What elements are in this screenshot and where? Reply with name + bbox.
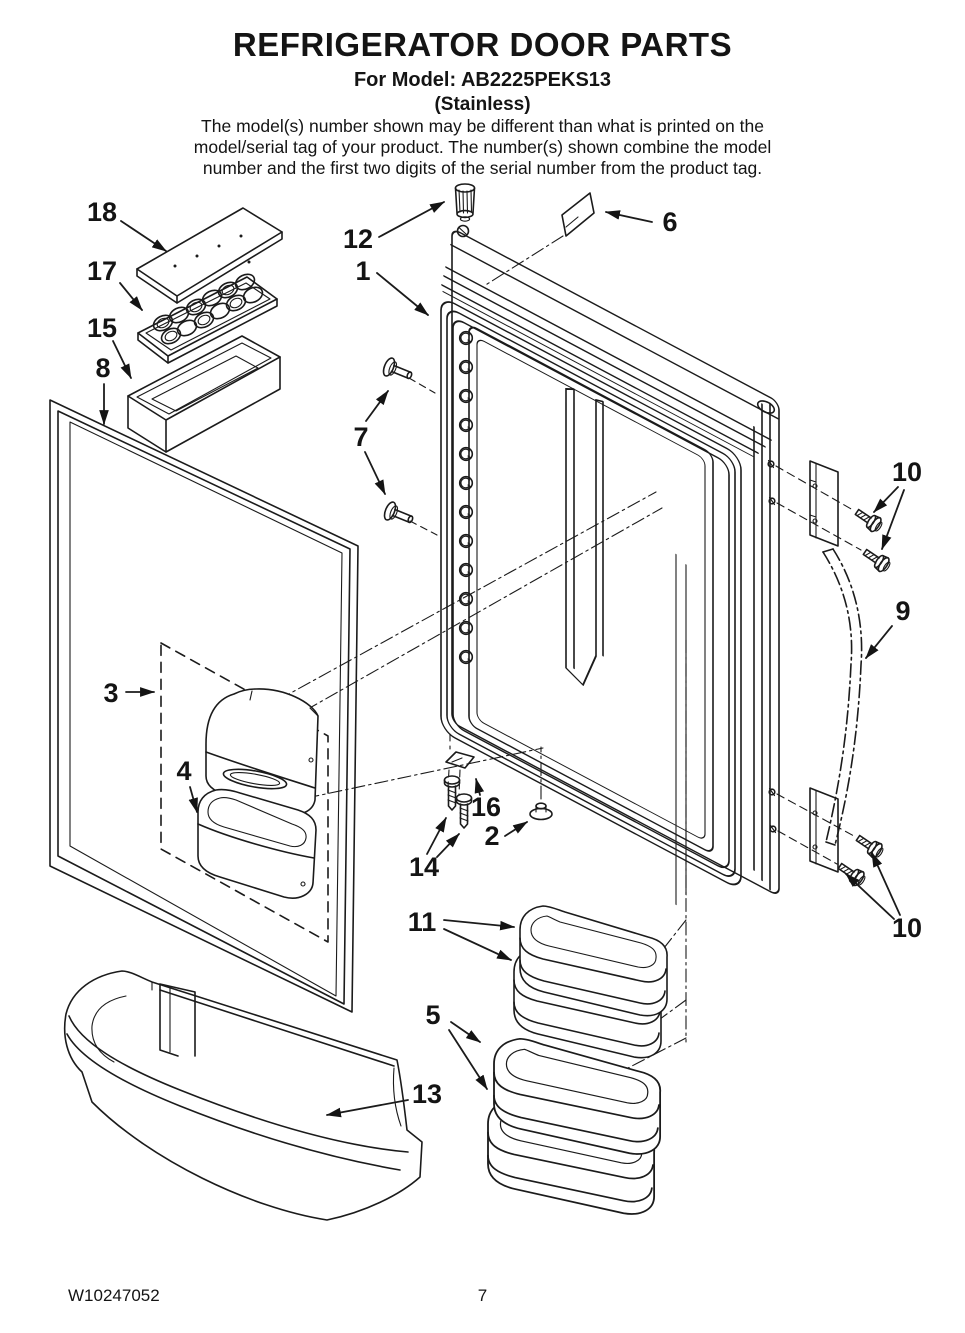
callout-labels: 18 17 15 8 12 1 6 7 10 9 3 4 16 2 14 11 … [87,197,922,1109]
door-bins-upper [513,905,668,1059]
door-handle-assembly [767,459,894,890]
callout-8: 8 [95,353,110,383]
handle-bracket-bottom [809,787,839,873]
callout-6: 6 [662,207,677,237]
utility-bin [127,335,281,453]
egg-cups [152,273,264,345]
bottom-hinge-hardware [443,733,553,829]
handle-phantom-outline [822,548,863,846]
document-number: W10247052 [68,1286,160,1305]
alignment-lines [277,491,687,1069]
callout-18: 18 [87,197,117,227]
page-title: REFRIGERATOR DOOR PARTS [232,26,733,63]
note-line-2: model/serial tag of your product. The nu… [193,137,772,157]
refrigerator-door [440,224,780,906]
callout-13: 13 [412,1079,442,1109]
callout-2: 2 [484,821,499,851]
grommet [529,802,553,821]
callout-11: 11 [408,907,437,937]
bottom-clip [445,751,475,769]
center-mullion [565,388,604,686]
ice-tray-lid [136,207,283,304]
finish-line: (Stainless) [434,94,531,115]
door-rivets [380,355,438,536]
callout-17: 17 [87,256,117,286]
gasket-clips [458,330,474,665]
page-number: 7 [477,1286,488,1305]
callout-10-bottom: 10 [892,913,922,943]
egg-tray [137,273,278,364]
header: REFRIGERATOR DOOR PARTS For Model: AB222… [0,26,965,179]
model-number-line: For Model: AB2225PEKS13 [353,69,612,91]
model-serial-plate [483,192,595,287]
handle-screws [834,504,894,890]
bottom-shelf-rail [63,970,423,1221]
door-stop-screw [454,183,476,222]
note-line-3: number and the first two digits of the s… [202,158,763,178]
handle-bracket-top [809,460,839,547]
callout-3: 3 [103,678,118,708]
callout-4: 4 [176,756,191,786]
callout-10-top: 10 [892,457,922,487]
callout-12: 12 [343,224,373,254]
dairy-bins [197,688,319,899]
callout-14: 14 [409,852,439,882]
handle-screw-hole-icons [767,459,777,834]
inner-door-panel [49,399,359,1013]
hinge-screw-1 [443,775,461,811]
callout-arrows [99,201,905,1118]
hinge-screw-2 [455,793,473,829]
callout-9: 9 [895,596,910,626]
note-line-1: The model(s) number shown may be differe… [201,116,764,136]
callout-1: 1 [355,256,370,286]
callout-16: 16 [471,792,501,822]
callout-5: 5 [425,1000,440,1030]
callout-15: 15 [87,313,117,343]
callout-7: 7 [353,422,368,452]
